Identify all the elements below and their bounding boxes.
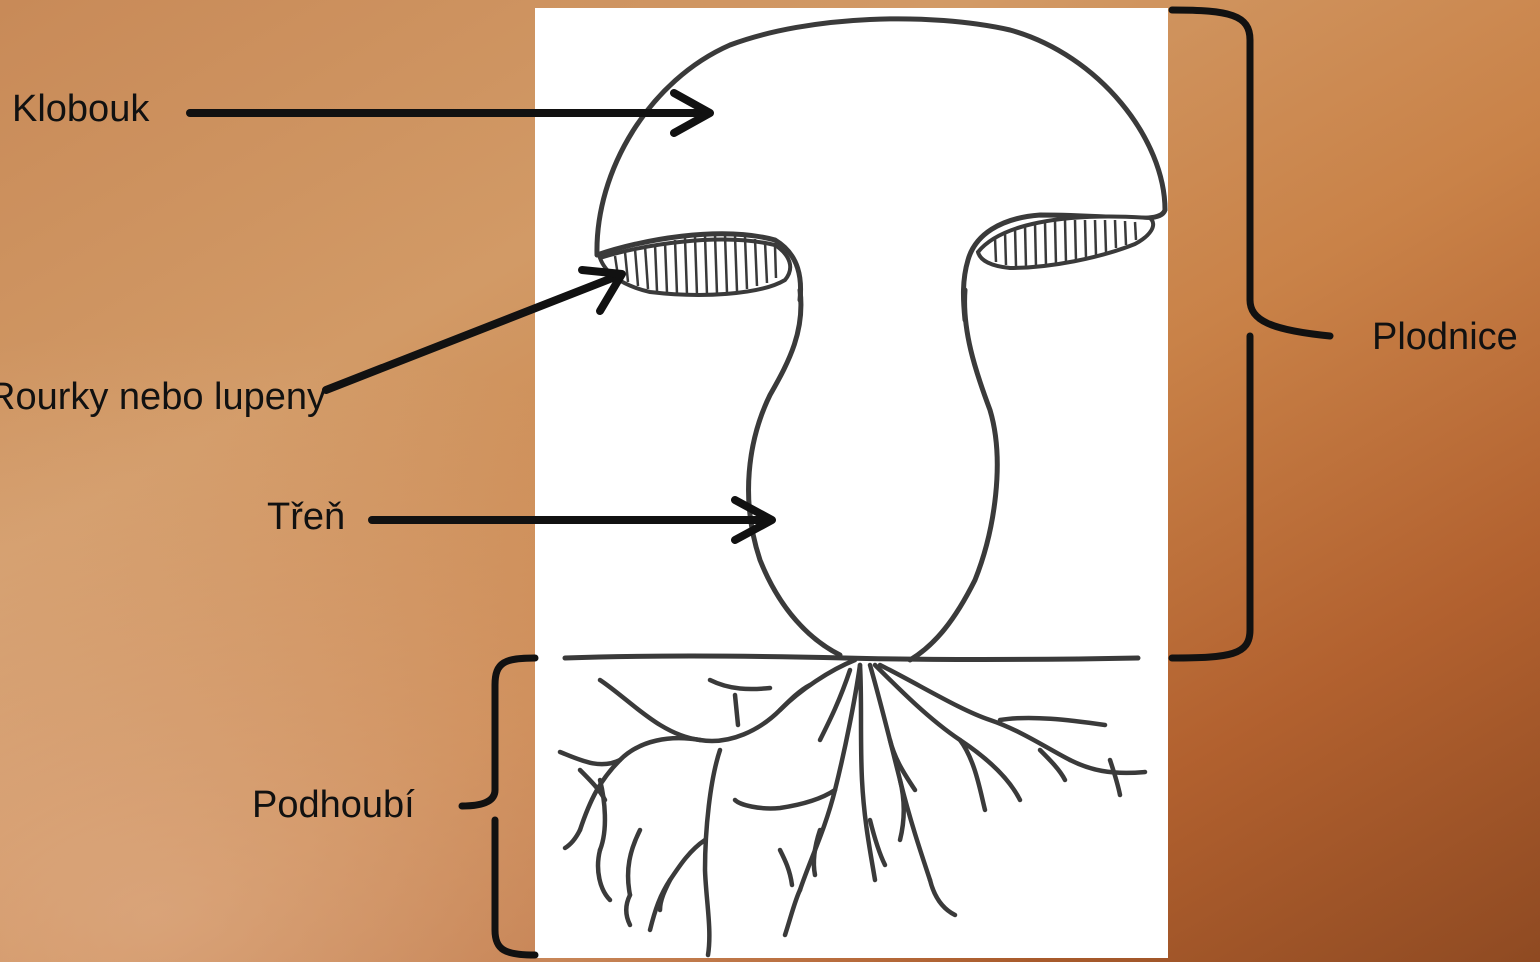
label-rourky-nebo-lupeny: Rourky nebo lupeny: [0, 378, 326, 416]
label-klobouk: Klobouk: [12, 90, 149, 128]
label-plodnice: Plodnice: [1372, 318, 1518, 356]
plodnice-brace: [1172, 10, 1330, 658]
podhoubi-brace: [462, 658, 535, 955]
label-tren: Třeň: [267, 498, 345, 536]
drawing-panel: [535, 8, 1168, 958]
label-podhoubi: Podhoubí: [252, 786, 415, 824]
